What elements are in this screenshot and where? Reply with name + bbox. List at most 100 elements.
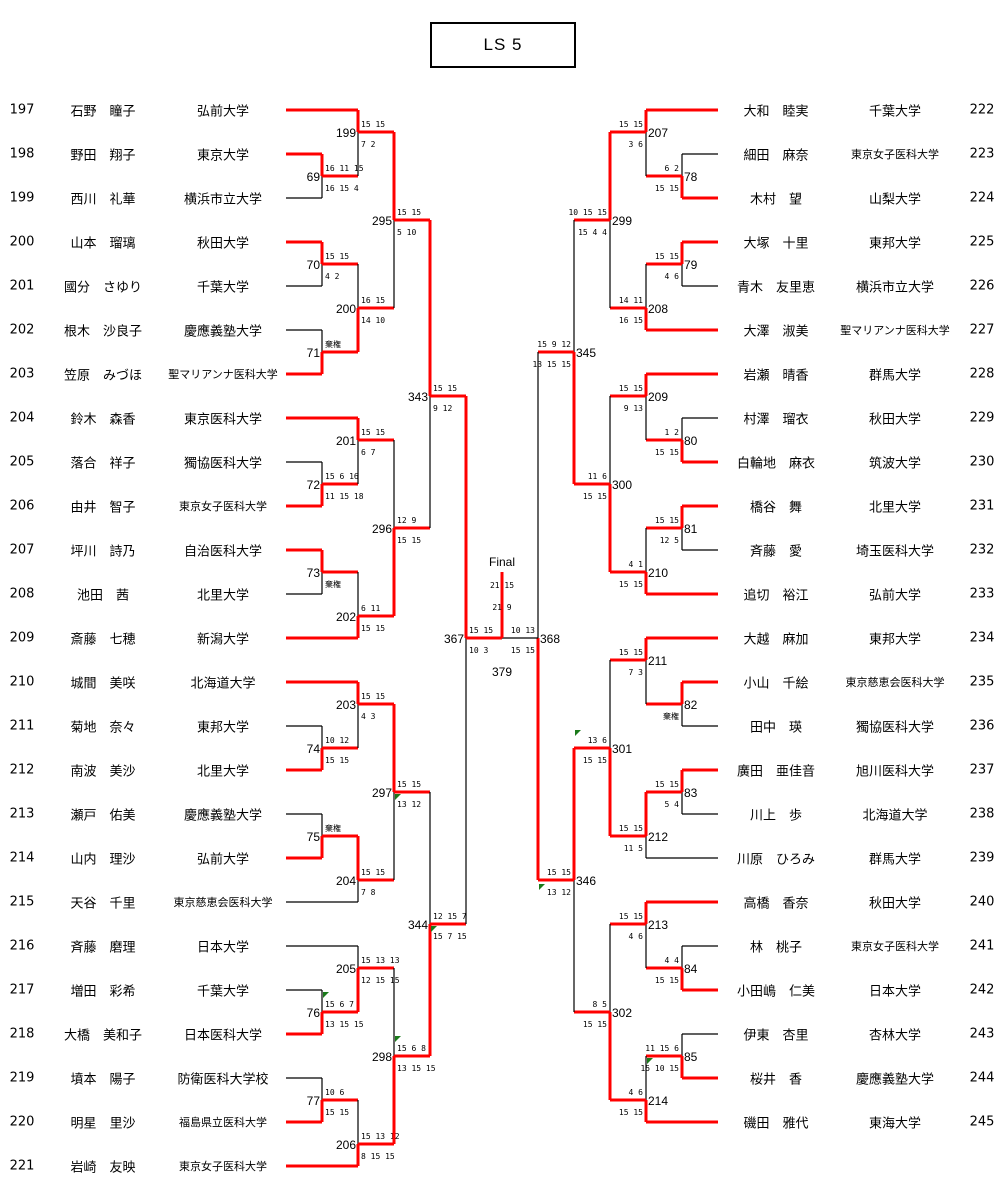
player-number: 198 <box>9 146 35 162</box>
player-school: 弘前大学 <box>196 104 250 120</box>
green-marker-icon <box>647 1058 653 1064</box>
player-number: 211 <box>9 718 35 734</box>
match-number: 214 <box>648 1094 668 1108</box>
score-bottom: 7 2 <box>361 140 376 149</box>
match-number: 295 <box>372 214 392 228</box>
player-school: 自治医科大学 <box>183 544 263 560</box>
green-marker-icon <box>575 730 581 736</box>
score-bottom: 12 5 <box>660 536 679 545</box>
player-name: 斎藤 七穂 <box>70 632 136 648</box>
player-school: 群馬大学 <box>868 852 922 868</box>
match-number: 296 <box>372 522 392 536</box>
score-bottom: 15 15 <box>655 976 679 985</box>
score-top: 16 11 15 <box>325 164 364 173</box>
player-name: 菊地 奈々 <box>70 720 136 736</box>
green-marker-icon <box>539 884 545 890</box>
green-marker-icon <box>395 1036 401 1042</box>
player-school: 横浜市立大学 <box>183 192 263 208</box>
score-top: 15 15 <box>361 120 385 129</box>
score-bottom: 14 10 <box>361 316 385 325</box>
score-bottom: 6 7 <box>361 448 376 457</box>
player-number: 243 <box>969 1026 995 1042</box>
player-name: 坪川 詩乃 <box>70 544 136 560</box>
score-top: 11 6 <box>588 472 607 481</box>
match-number: 367 <box>444 632 464 646</box>
score-top: 15 15 <box>361 428 385 437</box>
player-number: 241 <box>969 938 995 954</box>
final-score-top: 21 15 <box>490 581 514 590</box>
player-school: 東京女子医科大学 <box>179 500 267 513</box>
score-top: 15 6 7 <box>325 1000 354 1009</box>
player-number: 240 <box>969 894 995 910</box>
player-school: 東邦大学 <box>868 236 922 252</box>
score-bottom: 15 15 <box>619 580 643 589</box>
player-number: 213 <box>9 806 35 822</box>
final-label: Final <box>489 555 515 569</box>
player-name: 明星 里沙 <box>70 1116 136 1132</box>
player-name: 鈴木 森香 <box>70 412 136 428</box>
score-bottom: 15 15 <box>325 1108 349 1117</box>
player-school: 北海道大学 <box>862 808 928 824</box>
player-name: 山内 理沙 <box>70 852 136 868</box>
player-school: 福島県立医科大学 <box>179 1116 267 1129</box>
player-school: 弘前大学 <box>196 852 250 868</box>
player-school: 獨協医科大学 <box>855 720 935 736</box>
player-school: 聖マリアンナ医科大学 <box>840 324 950 337</box>
score-bottom: 10 3 <box>469 646 488 655</box>
player-name: 増田 彩希 <box>70 984 136 1000</box>
player-school: 北里大学 <box>868 500 922 516</box>
score-bottom: 13 15 15 <box>397 1064 436 1073</box>
score-top: 15 15 <box>619 120 643 129</box>
match-number: 199 <box>336 126 356 140</box>
player-name: 岩崎 友映 <box>70 1160 136 1176</box>
score-bottom: 15 15 <box>325 756 349 765</box>
match-number: 346 <box>576 874 596 888</box>
match-number: 213 <box>648 918 668 932</box>
player-name: 大和 睦実 <box>743 104 809 120</box>
player-school: 日本医科大学 <box>183 1028 263 1044</box>
player-school: 秋田大学 <box>868 896 922 912</box>
player-school: 慶應義塾大学 <box>183 808 263 824</box>
player-school: 慶應義塾大学 <box>855 1072 935 1088</box>
score-bottom: 15 7 15 <box>433 932 467 941</box>
match-number: 299 <box>612 214 632 228</box>
match-number: 209 <box>648 390 668 404</box>
player-school: 杏林大学 <box>868 1028 922 1044</box>
score-top: 6 2 <box>665 164 680 173</box>
player-number: 212 <box>9 762 35 778</box>
score-top: 12 15 7 <box>433 912 467 921</box>
score-top: 4 6 <box>629 1088 644 1097</box>
match-number: 210 <box>648 566 668 580</box>
player-number: 223 <box>969 146 995 162</box>
score-top: 15 15 <box>619 384 643 393</box>
player-school: 東京大学 <box>196 148 250 164</box>
score-bottom: 3 6 <box>629 140 644 149</box>
green-marker-icon <box>431 926 437 932</box>
score-top: 棄権 <box>325 339 341 349</box>
match-number: 202 <box>336 610 356 624</box>
player-number: 214 <box>9 850 35 866</box>
player-number: 205 <box>9 454 35 470</box>
player-name: 小山 千絵 <box>743 676 809 692</box>
player-name: 青木 友里恵 <box>736 280 816 296</box>
player-number: 200 <box>9 234 35 250</box>
match-number: 211 <box>648 654 667 668</box>
match-number: 80 <box>684 434 698 448</box>
player-school: 東邦大学 <box>868 632 922 648</box>
score-top: 15 13 12 <box>361 1132 400 1141</box>
player-name: 田中 瑛 <box>749 720 803 736</box>
score-top: 4 1 <box>629 560 644 569</box>
player-name: 細田 麻奈 <box>743 148 809 164</box>
match-number: 344 <box>408 918 428 932</box>
match-number: 368 <box>540 632 560 646</box>
score-bottom: 15 15 <box>655 448 679 457</box>
player-school: 千葉大学 <box>868 104 922 120</box>
player-number: 238 <box>969 806 995 822</box>
score-top: 14 11 <box>619 296 643 305</box>
score-bottom: 5 10 <box>397 228 416 237</box>
player-name: 落合 祥子 <box>70 456 136 472</box>
score-top: 15 13 13 <box>361 956 400 965</box>
score-bottom: 15 15 <box>655 184 679 193</box>
player-name: 瀬戸 佑美 <box>70 808 136 824</box>
